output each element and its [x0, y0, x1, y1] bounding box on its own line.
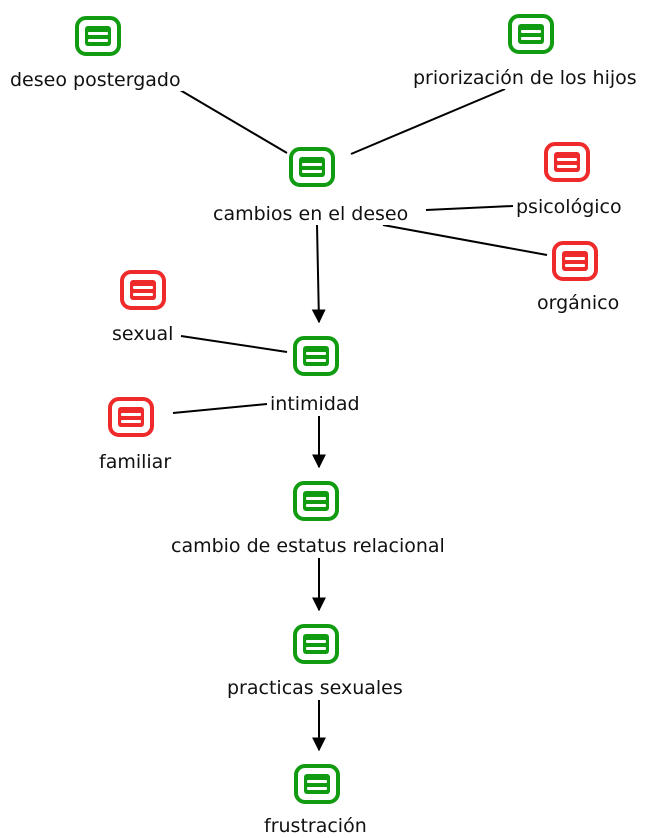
list-icon[interactable]: [293, 481, 339, 521]
node-label-practicas-sexuales: practicas sexuales: [225, 677, 405, 699]
list-icon[interactable]: [294, 764, 340, 804]
list-icon[interactable]: [544, 142, 590, 182]
list-icon[interactable]: [120, 270, 166, 310]
node-label-cambios-deseo: cambios en el deseo: [211, 203, 411, 225]
node-label-priorizacion-hijos: priorización de los hijos: [411, 67, 639, 89]
node-label-frustracion: frustración: [262, 815, 369, 837]
node-label-organico: orgánico: [535, 292, 622, 314]
edge-cambios-organico: [382, 224, 548, 256]
edge-cambios-psicologico: [425, 205, 514, 211]
edge-sexual-intimidad: [180, 335, 288, 353]
list-icon[interactable]: [289, 147, 335, 187]
node-label-intimidad: intimidad: [268, 393, 362, 415]
edge-cambios-intimidad: [311, 224, 326, 324]
list-icon[interactable]: [108, 397, 154, 437]
node-label-cambio-estatus: cambio de estatus relacional: [169, 535, 447, 557]
node-label-deseo-postergado: deseo postergado: [8, 69, 183, 91]
node-label-sexual: sexual: [110, 323, 176, 345]
list-icon[interactable]: [293, 624, 339, 664]
edge-deseo-postergado-cambios: [179, 89, 288, 154]
list-icon[interactable]: [293, 336, 339, 376]
node-label-familiar: familiar: [97, 451, 174, 473]
list-icon[interactable]: [75, 16, 121, 56]
list-icon[interactable]: [552, 241, 598, 281]
edge-familiar-intimidad: [172, 403, 268, 414]
edge-priorizacion-cambios: [350, 88, 506, 155]
node-label-psicologico: psicológico: [514, 196, 624, 218]
list-icon[interactable]: [508, 14, 554, 54]
